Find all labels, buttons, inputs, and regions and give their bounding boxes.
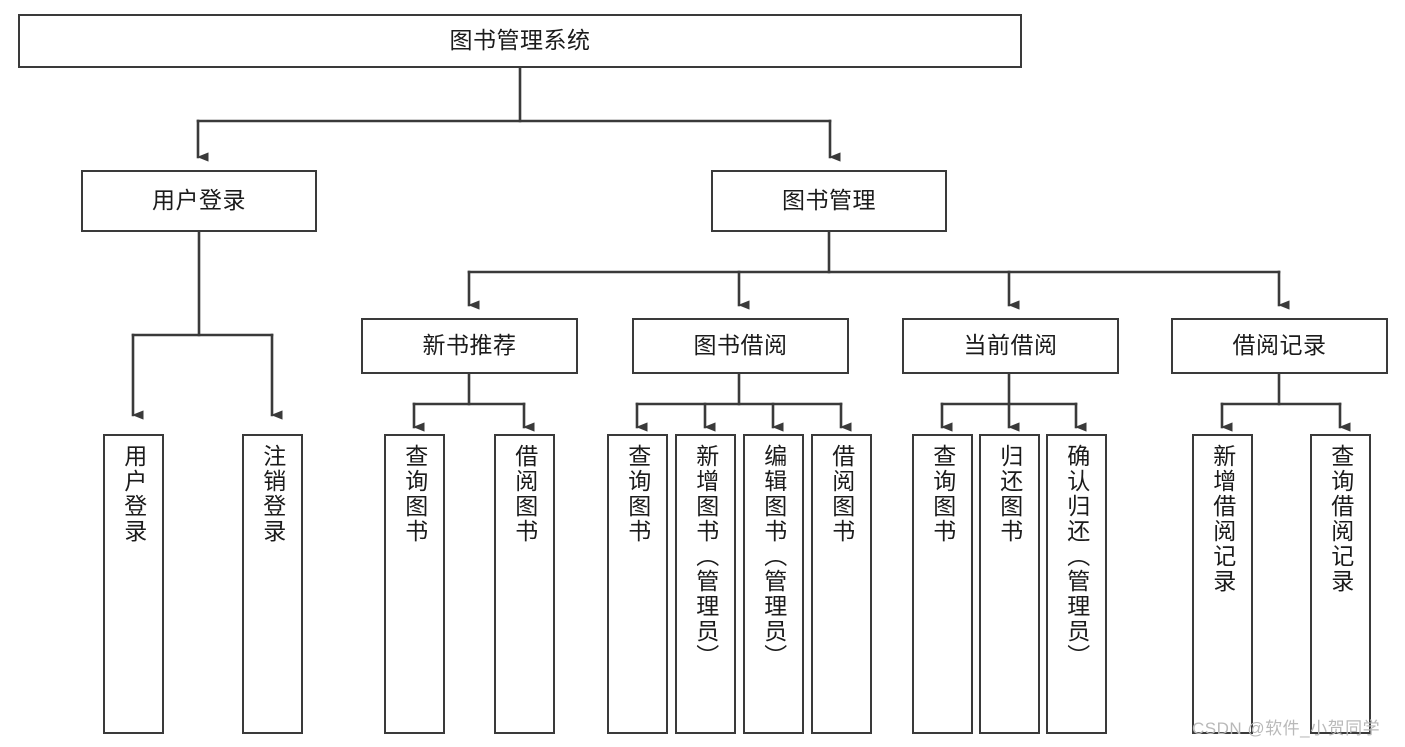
- node-label: 查询借阅记录: [1327, 444, 1354, 594]
- node-label: 图书借阅: [693, 332, 788, 359]
- node-label: 查询图书: [929, 444, 956, 544]
- node-leaf-borrow-book-recommend[interactable]: 借阅图书: [494, 434, 555, 734]
- node-label: 图书管理系统: [449, 27, 591, 54]
- node-label: 确认归还（管理员）: [1063, 444, 1090, 669]
- node-leaf-edit-book[interactable]: 编辑图书（管理员）: [743, 434, 804, 734]
- node-current-borrow[interactable]: 当前借阅: [902, 318, 1119, 374]
- node-leaf-query-book-recommend[interactable]: 查询图书: [384, 434, 445, 734]
- node-label: 用户登录: [152, 187, 246, 214]
- node-label: 当前借阅: [963, 332, 1058, 359]
- node-leaf-user-login[interactable]: 用户登录: [103, 434, 164, 734]
- node-leaf-add-borrow-record[interactable]: 新增借阅记录: [1192, 434, 1253, 734]
- node-label: 借阅图书: [828, 444, 855, 544]
- node-label: 归还图书: [996, 444, 1023, 544]
- node-label: 新增借阅记录: [1209, 444, 1236, 594]
- node-label: 新增图书（管理员）: [692, 444, 719, 669]
- node-leaf-borrow-book[interactable]: 借阅图书: [811, 434, 872, 734]
- node-label: 注销登录: [259, 444, 286, 544]
- node-book-borrow[interactable]: 图书借阅: [632, 318, 849, 374]
- node-user-login[interactable]: 用户登录: [81, 170, 317, 232]
- node-leaf-query-borrow-record[interactable]: 查询借阅记录: [1310, 434, 1371, 734]
- node-leaf-logout-login[interactable]: 注销登录: [242, 434, 303, 734]
- node-label: 编辑图书（管理员）: [760, 444, 787, 669]
- node-leaf-return-book[interactable]: 归还图书: [979, 434, 1040, 734]
- node-label: 借阅记录: [1232, 332, 1327, 359]
- node-label: 图书管理: [782, 187, 876, 214]
- node-book-management-system[interactable]: 图书管理系统: [18, 14, 1022, 68]
- node-label: 新书推荐: [422, 332, 517, 359]
- node-label: 查询图书: [624, 444, 651, 544]
- node-book-management[interactable]: 图书管理: [711, 170, 947, 232]
- node-leaf-query-book-current[interactable]: 查询图书: [912, 434, 973, 734]
- node-leaf-confirm-return[interactable]: 确认归还（管理员）: [1046, 434, 1107, 734]
- csdn-watermark: CSDN @软件_小贺同学: [1192, 719, 1381, 738]
- node-leaf-add-book[interactable]: 新增图书（管理员）: [675, 434, 736, 734]
- node-label: 查询图书: [401, 444, 428, 544]
- node-borrow-record[interactable]: 借阅记录: [1171, 318, 1388, 374]
- node-new-book-recommend[interactable]: 新书推荐: [361, 318, 578, 374]
- node-label: 用户登录: [120, 444, 147, 544]
- node-label: 借阅图书: [511, 444, 538, 544]
- node-leaf-query-book-borrow[interactable]: 查询图书: [607, 434, 668, 734]
